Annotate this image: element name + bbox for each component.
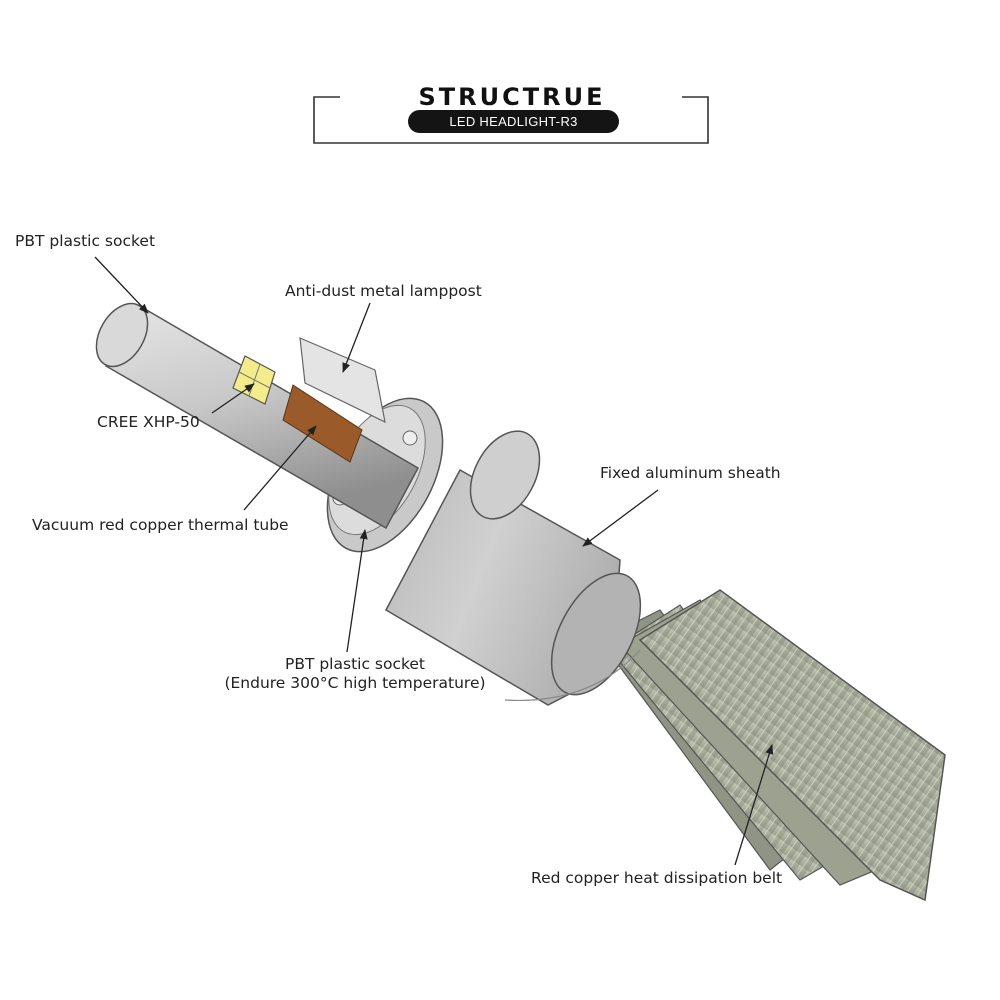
- leader-pbt-socket-bottom: [346, 529, 368, 653]
- diagram-title: STRUCTRUE: [418, 83, 606, 111]
- heat-dissipation-belt: [599, 589, 946, 902]
- leader-anti-dust: [342, 302, 371, 373]
- label-heat-belt: Red copper heat dissipation belt: [531, 869, 783, 887]
- subtitle-badge: [408, 110, 619, 133]
- leader-pbt-socket-top: [94, 256, 149, 314]
- label-thermal-tube: Vacuum red copper thermal tube: [32, 516, 289, 534]
- leader-heat-belt: [734, 744, 774, 866]
- diagram-subtitle: LED HEADLIGHT-R3: [449, 114, 578, 129]
- label-anti-dust-lamppost: Anti-dust metal lamppost: [285, 282, 482, 300]
- leader-cree-chip: [211, 383, 255, 414]
- label-pbt-socket-bottom-line1: PBT plastic socket: [284, 655, 426, 673]
- leader-thermal-tube: [243, 425, 317, 511]
- label-pbt-socket-bottom-line2: (Endure 300°C high temperature): [224, 674, 486, 692]
- leader-aluminum-sheath: [582, 489, 659, 547]
- title-block: STRUCTRUE LED HEADLIGHT-R3: [0, 0, 1000, 160]
- label-pbt-socket-bottom: PBT plastic socket (Endure 300°C high te…: [215, 655, 495, 693]
- label-pbt-socket-top: PBT plastic socket: [15, 232, 156, 250]
- title-bracket-frame: [313, 96, 709, 144]
- aluminum-sheath: [385, 430, 642, 706]
- led-tube-body: [95, 302, 420, 530]
- copper-thermal-tube: [282, 384, 363, 463]
- label-aluminum-sheath: Fixed aluminum sheath: [600, 464, 781, 482]
- label-cree-chip: CREE XHP-50: [97, 413, 200, 431]
- anti-dust-metal-plate: [299, 337, 386, 424]
